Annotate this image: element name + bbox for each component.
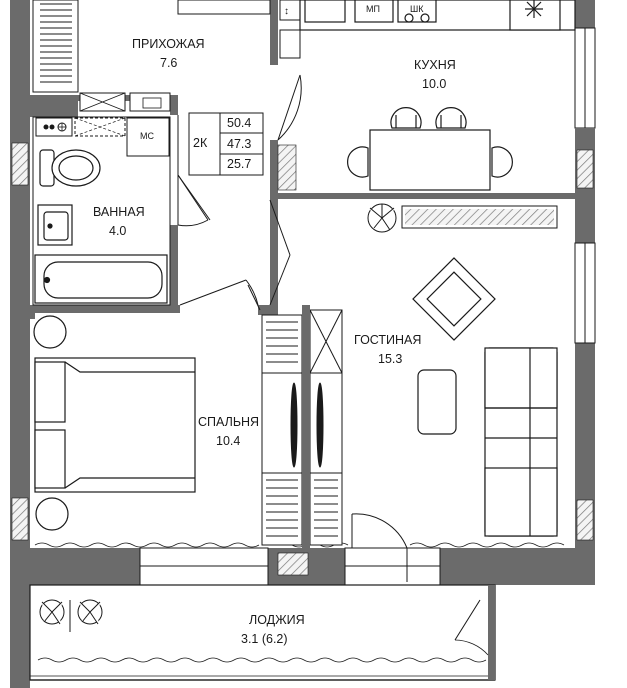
column-left-2	[11, 497, 29, 541]
washing-machine	[74, 117, 170, 157]
window-right-living	[574, 242, 596, 541]
rooms-code: 2К	[193, 136, 208, 150]
armchair	[412, 257, 496, 341]
interior-walls	[30, 0, 575, 319]
room-name-kitchen: КУХНЯ	[414, 58, 456, 72]
wall-between-wardrobes	[302, 305, 310, 548]
floor-line-bedroom	[34, 542, 260, 548]
column-left-1	[11, 142, 29, 186]
hallway-storage	[79, 92, 171, 112]
floor-line-loggia	[37, 657, 487, 663]
window-living	[344, 547, 441, 586]
room-name-hallway: ПРИХОЖАЯ	[132, 37, 205, 51]
bed	[34, 357, 196, 493]
wardrobe-bedroom	[261, 314, 303, 546]
sofa	[484, 347, 558, 537]
sink	[37, 204, 73, 246]
wardrobe-living	[309, 309, 343, 546]
washing-machine-label: МС	[140, 131, 154, 141]
room-area-hallway: 7.6	[160, 56, 178, 70]
microwave-label: МП	[366, 4, 380, 14]
area-summary-box	[188, 112, 264, 176]
plant-living-icon	[367, 203, 397, 233]
hallway-angles	[177, 174, 291, 306]
room-area-bathroom: 4.0	[109, 224, 127, 238]
bathroom-walls-inner	[32, 116, 171, 306]
boiler	[35, 117, 73, 137]
window-bedroom	[139, 547, 309, 586]
toilet	[39, 149, 101, 187]
entrance-door	[277, 74, 302, 141]
hood-icon	[525, 0, 543, 18]
total-area: 50.4	[227, 116, 252, 130]
room-name-loggia: ЛОДЖИЯ	[249, 613, 305, 627]
radiator	[401, 205, 558, 229]
living-total-area: 47.3	[227, 137, 252, 151]
room-name-bedroom: СПАЛЬНЯ	[198, 415, 260, 429]
column-center	[277, 144, 297, 191]
loggia	[29, 584, 496, 681]
room-area-living: 15.3	[378, 352, 403, 366]
hallway-wardrobe	[32, 0, 79, 93]
room-area-loggia: 3.1 (6.2)	[241, 632, 288, 646]
bathtub	[34, 254, 168, 304]
room-name-living: ГОСТИНАЯ	[354, 333, 422, 347]
cabinet-label: ШК	[410, 4, 424, 14]
room-area-kitchen: 10.0	[422, 77, 447, 91]
coffee-table	[417, 369, 457, 435]
dining-table	[369, 129, 491, 191]
living-area: 25.7	[227, 157, 252, 171]
living-door	[351, 513, 408, 582]
room-area-bedroom: 10.4	[216, 434, 241, 448]
dining-chairs	[347, 107, 513, 178]
nightstands	[33, 315, 69, 531]
hallway-cabinet	[177, 0, 271, 15]
hallway-shelf: ↕	[279, 0, 301, 59]
svg-text:↕: ↕	[284, 6, 289, 17]
plant-loggia-icon	[39, 599, 103, 632]
bedroom-door	[247, 284, 261, 311]
window-right-kitchen	[574, 27, 596, 198]
room-name-bathroom: ВАННАЯ	[93, 205, 145, 219]
